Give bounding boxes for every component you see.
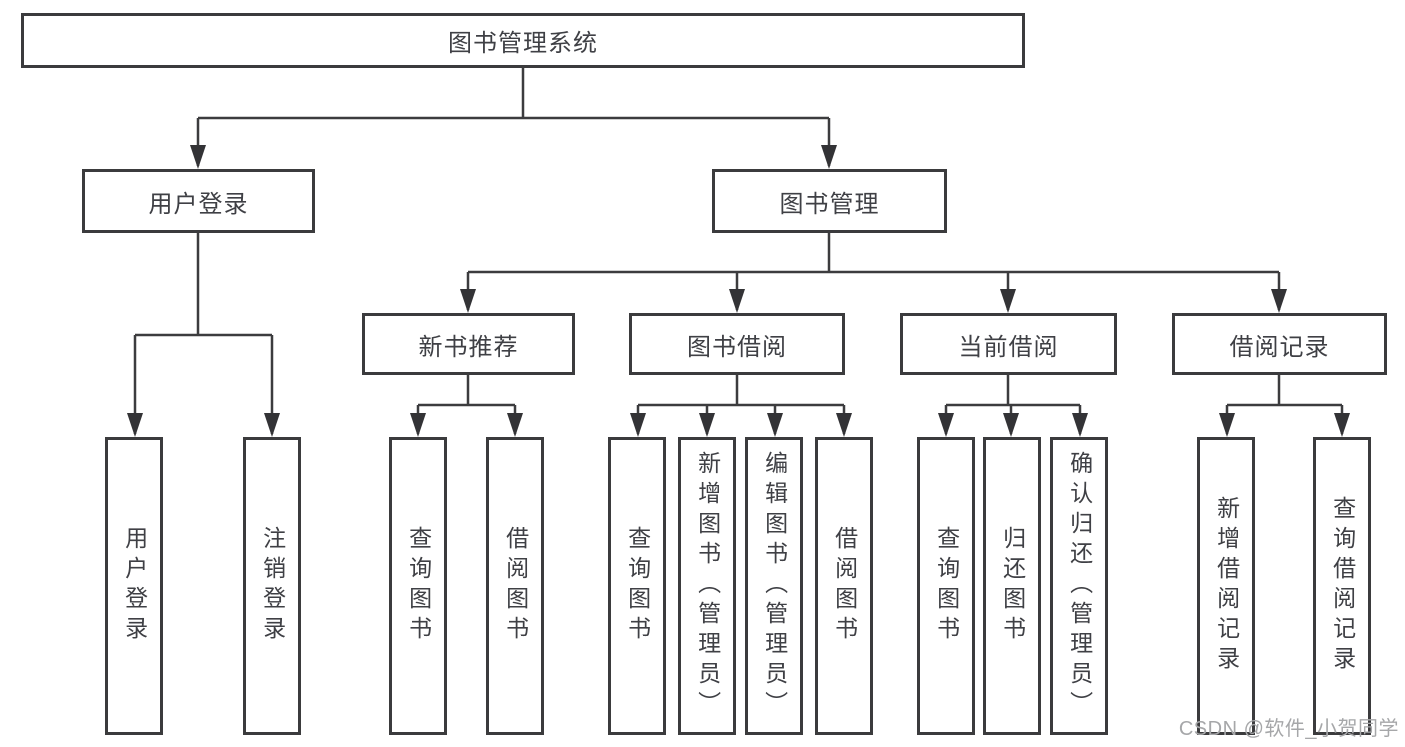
node-library-management-system: 图书管理系统: [21, 13, 1025, 68]
node-current-borrowing: 当前借阅: [900, 313, 1117, 375]
node-label: 图书管理系统: [448, 30, 598, 57]
leaf-label: 新增图书（管理员）: [694, 451, 721, 721]
leaf-label: 查询图书: [405, 526, 432, 646]
node-label: 借阅记录: [1229, 333, 1330, 361]
leaf-query-books-current: 查询图书: [917, 437, 975, 735]
leaf-label: 查询图书: [933, 526, 960, 646]
leaf-edit-books-admin: 编辑图书（管理员）: [745, 437, 803, 735]
node-borrow-records: 借阅记录: [1172, 313, 1387, 375]
csdn-watermark: CSDN @软件_小贺同学: [1178, 718, 1399, 740]
leaf-label: 查询借阅记录: [1329, 496, 1356, 676]
node-user-login: 用户登录: [82, 169, 315, 233]
leaf-label: 注销登录: [259, 526, 286, 646]
leaf-label: 归还图书: [999, 526, 1026, 646]
leaf-label: 新增借阅记录: [1213, 496, 1240, 676]
leaf-user-login: 用户登录: [105, 437, 163, 735]
node-book-management: 图书管理: [712, 169, 947, 233]
leaf-logout: 注销登录: [243, 437, 301, 735]
leaf-label: 用户登录: [121, 526, 148, 646]
leaf-label: 确认归还（管理员）: [1066, 451, 1093, 721]
node-label: 用户登录: [148, 190, 249, 218]
node-label: 图书管理: [779, 190, 880, 218]
node-new-book-recommendation: 新书推荐: [362, 313, 575, 375]
node-label: 新书推荐: [418, 333, 519, 361]
leaf-add-books-admin: 新增图书（管理员）: [678, 437, 736, 735]
leaf-query-books-borrow: 查询图书: [608, 437, 666, 735]
leaf-confirm-return-admin: 确认归还（管理员）: [1050, 437, 1108, 735]
leaf-add-borrow-record: 新增借阅记录: [1197, 437, 1255, 735]
leaf-label: 借阅图书: [831, 526, 858, 646]
leaf-query-books-new: 查询图书: [389, 437, 447, 735]
leaf-query-borrow-record: 查询借阅记录: [1313, 437, 1371, 735]
leaf-return-books: 归还图书: [983, 437, 1041, 735]
node-label: 当前借阅: [958, 333, 1059, 361]
leaf-label: 查询图书: [624, 526, 651, 646]
leaf-borrow-books-new: 借阅图书: [486, 437, 544, 735]
leaf-label: 借阅图书: [502, 526, 529, 646]
leaf-label: 编辑图书（管理员）: [761, 451, 788, 721]
node-label: 图书借阅: [687, 333, 787, 361]
leaf-borrow-books: 借阅图书: [815, 437, 873, 735]
node-book-borrowing: 图书借阅: [629, 313, 845, 375]
